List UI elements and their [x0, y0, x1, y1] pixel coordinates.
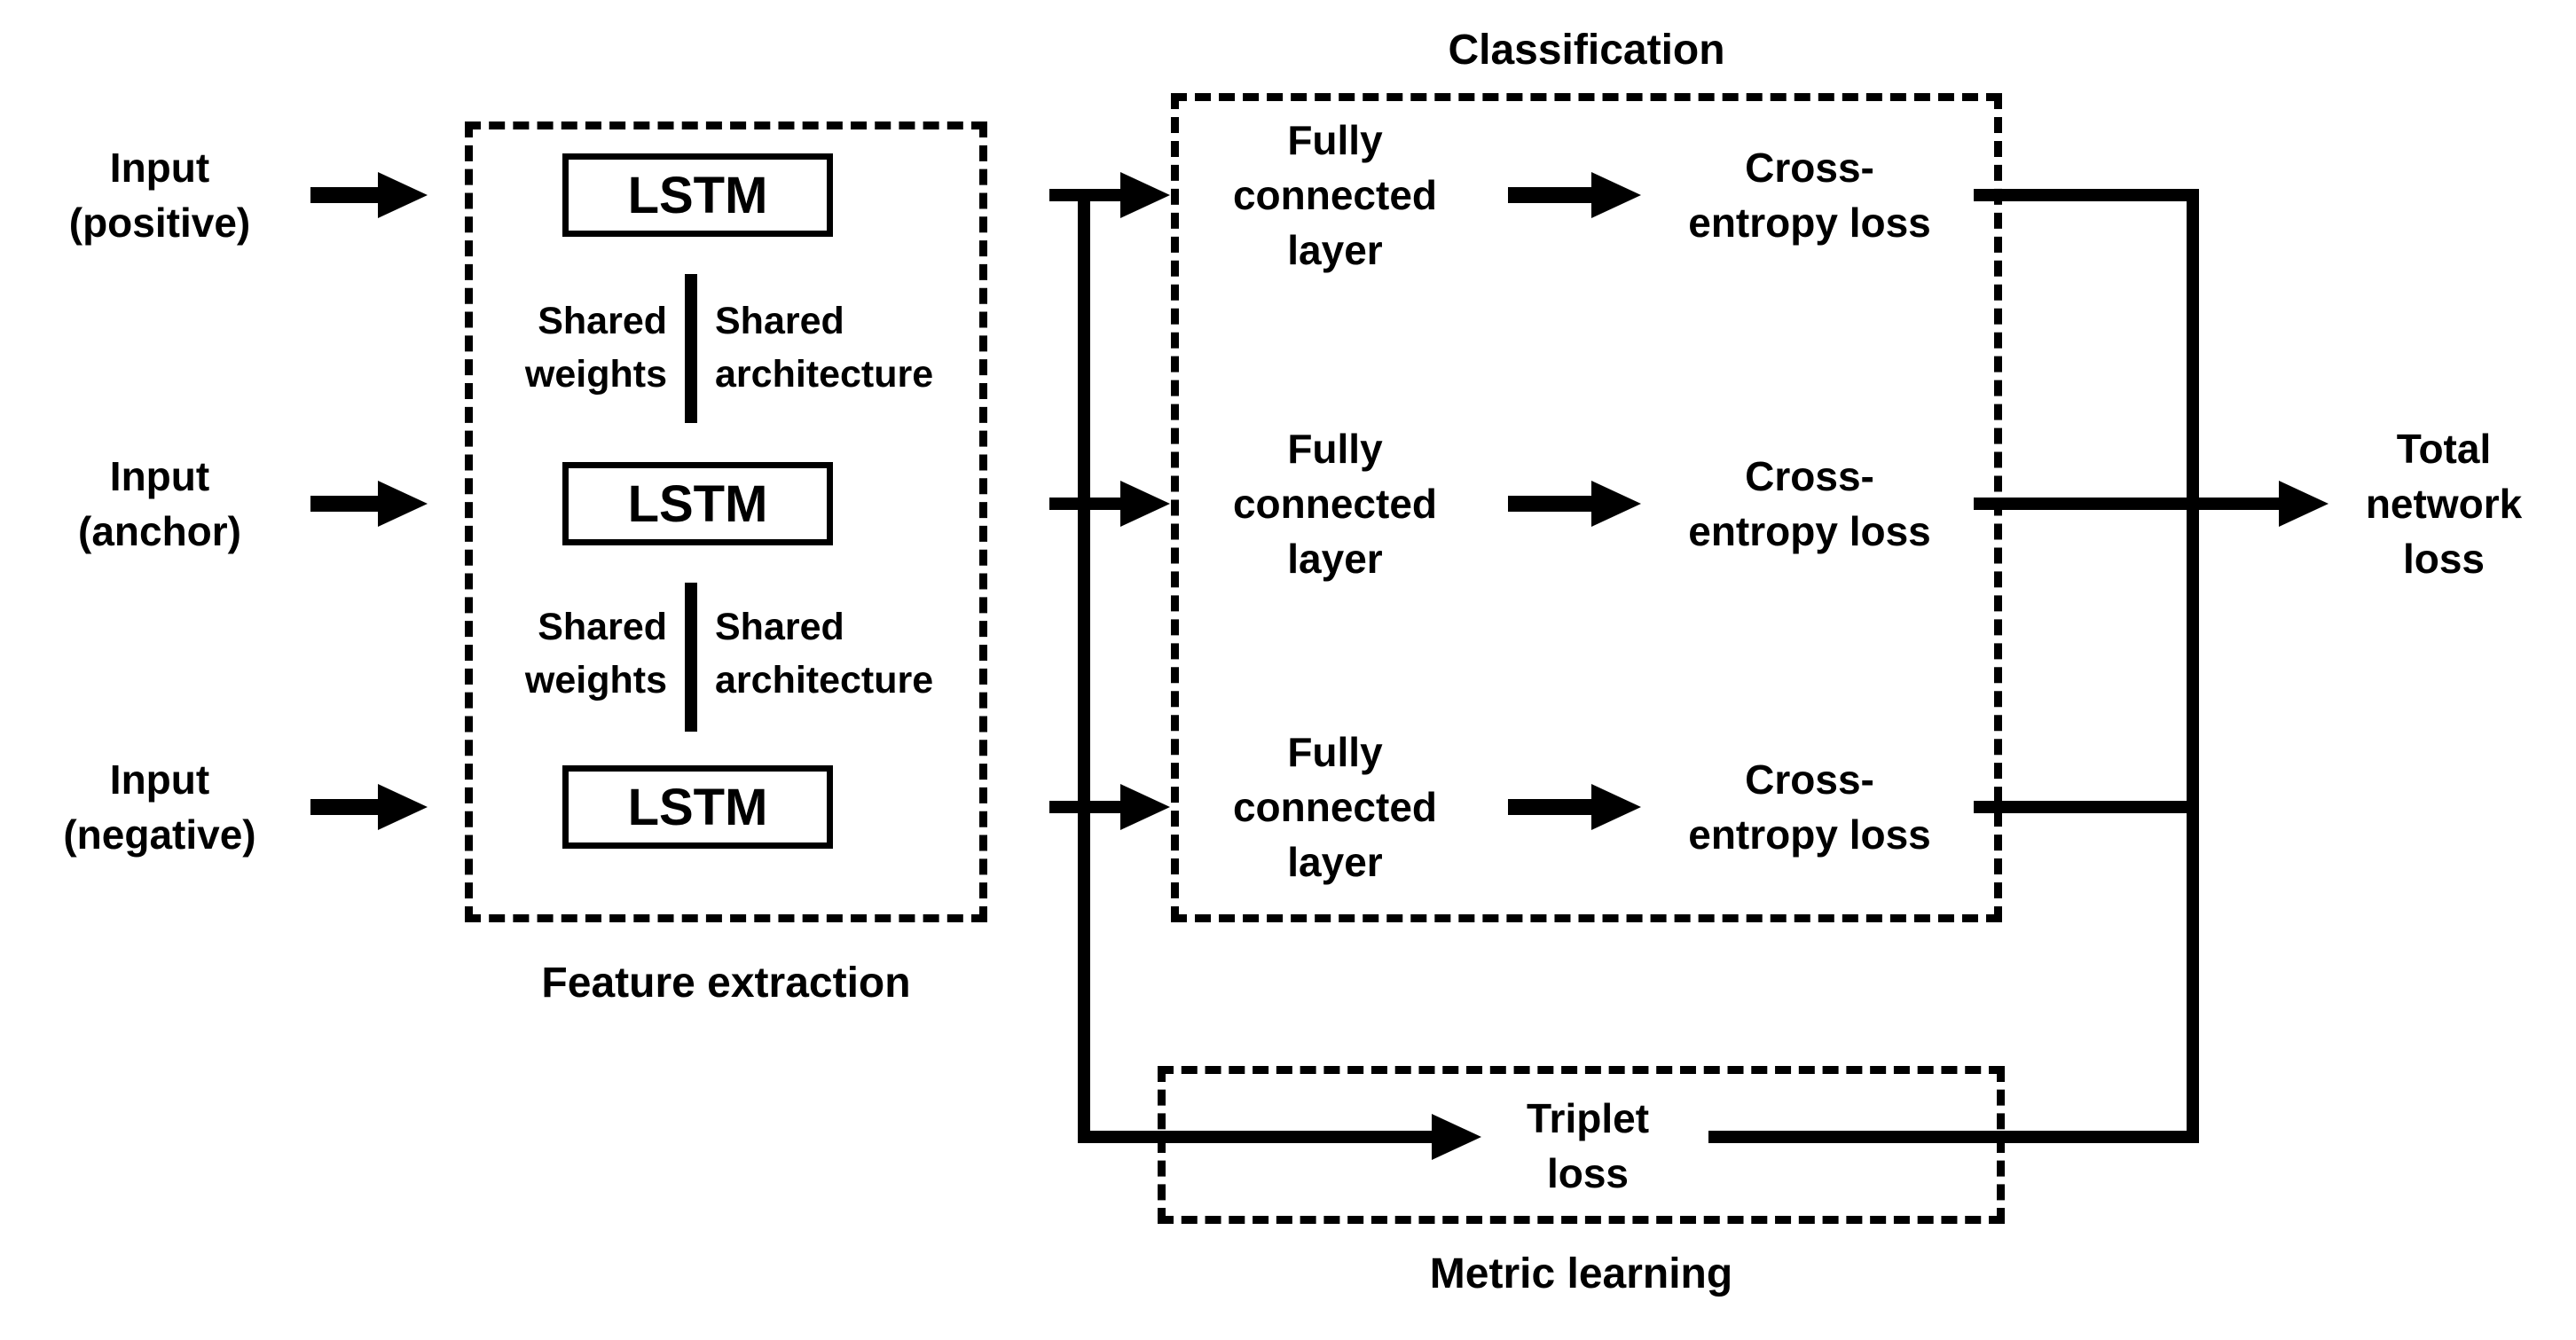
triplet-line1: Triplet — [1526, 1095, 1650, 1141]
shared-architecture-label-1: Shared architecture — [715, 294, 981, 401]
arrow-shaft — [1508, 496, 1591, 512]
triplet-in-line — [1078, 1131, 1432, 1143]
arrowhead-icon — [1120, 172, 1170, 218]
shared-architecture-line2: architecture — [715, 659, 934, 701]
lstm-box-negative: LSTM — [562, 765, 833, 849]
lstm-label: LSTM — [627, 474, 768, 533]
ce-line2: entropy loss — [1688, 811, 1931, 858]
arrowhead-icon — [1591, 481, 1641, 527]
arrowhead-icon — [378, 481, 428, 527]
trunk-line — [1078, 189, 1090, 1143]
total-loss-line2: network — [2365, 481, 2523, 527]
input-positive-line1: Input — [109, 145, 210, 191]
triplet-out-line — [1708, 1131, 2199, 1143]
shared-weights-label-1: Shared weights — [444, 294, 667, 401]
arrow-shaft — [310, 496, 378, 512]
arrowhead-icon — [2279, 481, 2329, 527]
shared-architecture-line1: Shared — [715, 606, 844, 648]
branch-line-bottom — [1049, 801, 1126, 813]
shared-weights-line1: Shared — [538, 606, 667, 648]
ce-middle-out-line — [1974, 498, 2279, 510]
feature-extraction-box — [465, 121, 987, 922]
shared-divider-line-1 — [685, 274, 697, 423]
shared-architecture-label-2: Shared architecture — [715, 600, 981, 707]
fc-line2: connected — [1232, 172, 1438, 218]
shared-weights-label-2: Shared weights — [444, 600, 667, 707]
branch-line-top — [1049, 189, 1126, 201]
shared-weights-line2: weights — [524, 659, 667, 701]
cross-entropy-label-top: Cross- entropy loss — [1650, 140, 1969, 250]
collector-line — [2187, 189, 2199, 1143]
arrow-shaft — [310, 187, 378, 203]
shared-weights-line2: weights — [524, 353, 667, 396]
input-negative-line1: Input — [109, 756, 210, 803]
arrowhead-icon — [378, 172, 428, 218]
fc-line3: layer — [1287, 227, 1383, 273]
ce-bottom-out-line — [1974, 801, 2199, 813]
fc-line1: Fully — [1287, 426, 1383, 472]
fc-line1: Fully — [1287, 117, 1383, 163]
triplet-loss-label: Triplet loss — [1481, 1091, 1694, 1201]
input-anchor-line1: Input — [109, 453, 210, 499]
fc-layer-label-middle: Fully connected layer — [1180, 421, 1490, 586]
fc-line3: layer — [1287, 536, 1383, 582]
arrowhead-icon — [378, 784, 428, 830]
arrowhead-icon — [1591, 784, 1641, 830]
shared-architecture-line2: architecture — [715, 353, 934, 396]
lstm-label: LSTM — [627, 778, 768, 836]
fc-line2: connected — [1232, 481, 1438, 527]
branch-line-middle — [1049, 498, 1126, 510]
arrow-shaft — [1508, 187, 1591, 203]
shared-divider-line-2 — [685, 583, 697, 732]
fc-line2: connected — [1232, 784, 1438, 830]
arrow-shaft — [1508, 799, 1591, 815]
total-loss-line3: loss — [2402, 536, 2486, 582]
cross-entropy-label-middle: Cross- entropy loss — [1650, 449, 1969, 559]
ce-line1: Cross- — [1745, 453, 1874, 499]
feature-extraction-title: Feature extraction — [541, 960, 911, 1007]
input-anchor-label: Input (anchor) — [0, 449, 319, 559]
arrow-shaft — [310, 799, 378, 815]
fc-layer-label-bottom: Fully connected layer — [1180, 725, 1490, 889]
metric-learning-title: Metric learning — [1429, 1250, 1733, 1297]
classification-title: Classification — [1448, 27, 1725, 74]
lstm-box-anchor: LSTM — [562, 462, 833, 545]
input-positive-line2: (positive) — [68, 200, 251, 246]
ce-line1: Cross- — [1745, 756, 1874, 803]
arrowhead-icon — [1120, 784, 1170, 830]
arrowhead-icon — [1591, 172, 1641, 218]
fc-line3: layer — [1287, 839, 1383, 885]
shared-weights-line1: Shared — [538, 300, 667, 342]
arrowhead-icon — [1432, 1114, 1481, 1160]
input-negative-label: Input (negative) — [0, 752, 319, 862]
triplet-line2: loss — [1546, 1150, 1630, 1196]
ce-top-out-line — [1974, 189, 2199, 201]
total-network-loss-label: Total network loss — [2315, 421, 2572, 586]
lstm-label: LSTM — [627, 166, 768, 224]
fc-line1: Fully — [1287, 729, 1383, 775]
total-loss-line1: Total — [2396, 426, 2492, 472]
metric-learning-box — [1158, 1066, 2005, 1224]
shared-architecture-line1: Shared — [715, 300, 844, 342]
input-negative-line2: (negative) — [63, 811, 256, 858]
cross-entropy-label-bottom: Cross- entropy loss — [1650, 752, 1969, 862]
arrowhead-icon — [1120, 481, 1170, 527]
lstm-box-positive: LSTM — [562, 153, 833, 237]
fc-layer-label-top: Fully connected layer — [1180, 113, 1490, 278]
input-positive-label: Input (positive) — [0, 140, 319, 250]
ce-line2: entropy loss — [1688, 200, 1931, 246]
input-anchor-line2: (anchor) — [78, 508, 241, 554]
ce-line2: entropy loss — [1688, 508, 1931, 554]
ce-line1: Cross- — [1745, 145, 1874, 191]
